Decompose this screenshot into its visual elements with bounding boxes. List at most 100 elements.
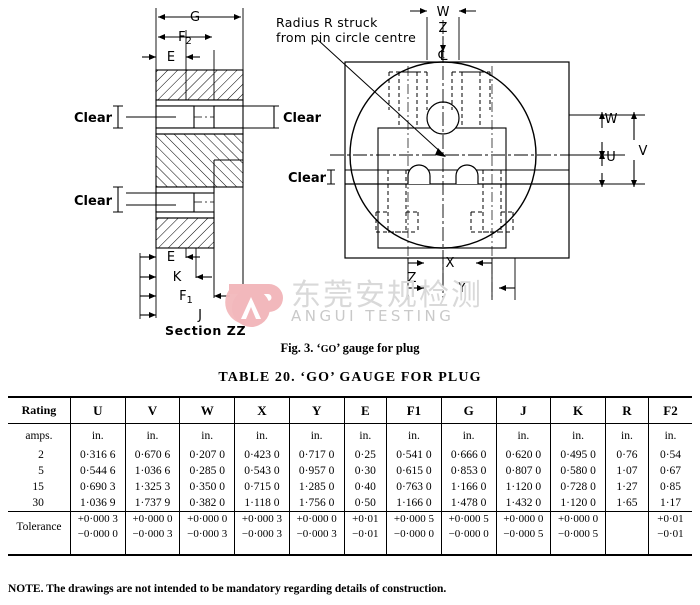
cell-R: 1·65 <box>604 495 649 512</box>
unit-cell-K: in. <box>550 423 606 447</box>
tolerance-cell-E: +0·01 −0·01 <box>343 511 387 542</box>
table-title: TABLE 20. ‘GO’ GAUGE FOR PLUG <box>218 370 482 385</box>
column-header-K: K <box>550 397 606 424</box>
cell-X: 0·715 0 <box>234 479 290 495</box>
cell-V: 1·036 6 <box>124 463 180 479</box>
tolerance-cell-F1: +0·000 5 −0·000 0 <box>386 511 442 542</box>
tolerance-minus: −0·000 3 <box>187 528 228 540</box>
dim-label-E-bottom: E <box>167 250 175 265</box>
tolerance-cell-V: +0·000 0 −0·000 3 <box>124 511 180 542</box>
clear-label-lower-left: Clear <box>74 194 113 209</box>
tolerance-minus: −0·000 5 <box>503 528 544 540</box>
tolerance-plus: +0·000 0 <box>132 513 173 525</box>
tolerance-cell-R <box>604 511 649 542</box>
cell-W: 0·285 0 <box>179 463 235 479</box>
radius-note-line1: Radius R struck <box>276 15 378 30</box>
tolerance-minus: −0·000 3 <box>241 528 282 540</box>
cell-E: 0·40 <box>343 479 387 495</box>
unit-cell-W: in. <box>179 423 235 447</box>
tolerance-plus: +0·000 0 <box>503 513 544 525</box>
cell-W: 0·207 0 <box>179 447 235 463</box>
cell-X: 0·543 0 <box>234 463 290 479</box>
cell-G: 0·853 0 <box>440 463 497 479</box>
cell-W: 0·382 0 <box>179 495 235 512</box>
unit-cell-G: in. <box>440 423 497 447</box>
tolerance-cell-K: +0·000 0 −0·000 5 <box>550 511 606 542</box>
table-row: 30 1·036 9 1·737 9 0·382 0 1·118 0 1·756… <box>8 495 692 512</box>
cell-X: 1·118 0 <box>234 495 290 512</box>
cell-J: 1·432 0 <box>495 495 551 512</box>
column-header-W: W <box>179 397 235 424</box>
tolerance-plus: +0·000 3 <box>77 513 118 525</box>
cell-X: 0·423 0 <box>234 447 290 463</box>
column-header-rating: Rating <box>21 403 57 417</box>
cell-V: 1·737 9 <box>124 495 180 512</box>
tolerance-plus: +0·000 0 <box>187 513 228 525</box>
dim-label-E-top: E <box>167 50 175 65</box>
unit-cell-U: in. <box>69 423 126 447</box>
tolerance-cell-F2: +0·01 −0·01 <box>647 511 692 542</box>
column-header-E: E <box>343 397 387 424</box>
cell-E: 0·25 <box>343 447 387 463</box>
tolerance-plus: +0·000 5 <box>448 513 489 525</box>
tolerance-cell-X: +0·000 3 −0·000 3 <box>234 511 290 542</box>
cell-V: 1·325 3 <box>124 479 180 495</box>
table-body: amps. in. in. in. in. in. in. in. in. in… <box>8 423 692 556</box>
dim-label-W-top: W <box>437 5 450 20</box>
tolerance-label: Tolerance <box>16 521 62 533</box>
cell-K: 1·120 0 <box>550 495 606 512</box>
cell-Y: 1·285 0 <box>288 479 345 495</box>
table-bottom-spacer-row <box>8 542 692 556</box>
cell-rating: 15 <box>32 481 44 493</box>
cell-F1: 0·541 0 <box>386 447 442 463</box>
dim-label-W-right: W <box>605 112 618 127</box>
cell-U: 0·690 3 <box>69 479 126 495</box>
cell-G: 1·478 0 <box>440 495 497 512</box>
cell-rating: 5 <box>38 465 44 477</box>
tolerance-row: Tolerance +0·000 3 −0·000 0 +0·000 0 −0·… <box>8 511 692 542</box>
cell-R: 1·07 <box>604 463 649 479</box>
figure-caption: Fig. 3. ‘GO’ gauge for plug <box>0 341 700 356</box>
table-head: Rating U V W X Y E F1 G J K R F2 <box>8 397 692 424</box>
cell-G: 1·166 0 <box>440 479 497 495</box>
dim-label-Z-top: Z <box>439 21 448 36</box>
dim-label-X: X <box>446 256 455 271</box>
dim-label-K: K <box>173 270 182 285</box>
table-header-row: Rating U V W X Y E F1 G J K R F2 <box>8 397 692 424</box>
cell-J: 1·120 0 <box>495 479 551 495</box>
section-zz-label: Section ZZ <box>165 323 246 338</box>
cell-V: 0·670 6 <box>124 447 180 463</box>
cell-K: 0·495 0 <box>550 447 606 463</box>
cell-K: 0·728 0 <box>550 479 606 495</box>
figure-caption-go: GO <box>320 344 337 355</box>
cell-E: 0·30 <box>343 463 387 479</box>
cell-J: 0·807 0 <box>495 463 551 479</box>
cell-F1: 0·763 0 <box>386 479 442 495</box>
unit-cell-rating: amps. <box>25 429 53 442</box>
column-header-Y: Y <box>288 397 345 424</box>
unit-cell-X: in. <box>234 423 290 447</box>
cell-U: 0·544 6 <box>69 463 126 479</box>
column-header-R: R <box>604 397 649 424</box>
dim-label-U: U <box>606 150 616 165</box>
figure-3-drawing: G F2 E E K F1 J Clear Clear Clear Sectio… <box>74 5 648 338</box>
tolerance-plus: +0·000 0 <box>296 513 337 525</box>
dim-label-G: G <box>190 10 200 25</box>
table-row: 5 0·544 6 1·036 6 0·285 0 0·543 0 0·957 … <box>8 463 692 479</box>
column-header-F2: F2 <box>647 397 692 424</box>
cell-Y: 1·756 0 <box>288 495 345 512</box>
tolerance-cell-W: +0·000 0 −0·000 3 <box>179 511 235 542</box>
tolerance-minus: −0·000 3 <box>132 528 173 540</box>
column-header-F1: F1 <box>386 397 442 424</box>
cell-F2: 0·54 <box>647 447 692 463</box>
tolerance-minus: −0·000 3 <box>296 528 337 540</box>
cell-F1: 0·615 0 <box>386 463 442 479</box>
column-header-J: J <box>495 397 551 424</box>
unit-cell-E: in. <box>343 423 387 447</box>
cell-K: 0·580 0 <box>550 463 606 479</box>
unit-cell-Y: in. <box>288 423 345 447</box>
cell-F1: 1·166 0 <box>386 495 442 512</box>
cell-G: 0·666 0 <box>440 447 497 463</box>
cell-U: 0·316 6 <box>69 447 126 463</box>
